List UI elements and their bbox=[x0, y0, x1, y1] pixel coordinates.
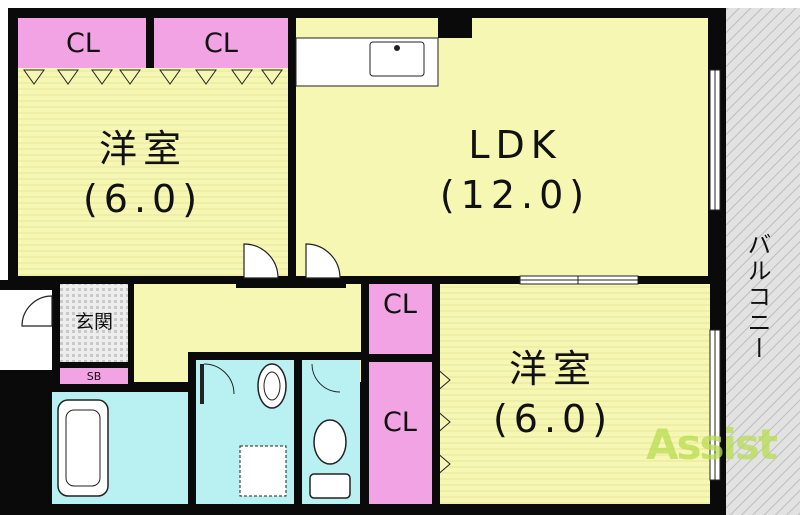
western-room-2-size: (6.0) bbox=[492, 397, 614, 441]
entrance-label: 玄関 bbox=[74, 311, 113, 333]
washing-machine-space bbox=[239, 445, 287, 497]
ldk-name: LDK bbox=[468, 123, 562, 167]
bath-tub bbox=[57, 399, 109, 497]
toilet-bowl bbox=[313, 419, 347, 465]
shoe-box-label: SB bbox=[86, 370, 102, 383]
kitchen-sink bbox=[369, 41, 425, 77]
closet-1 bbox=[18, 18, 146, 68]
washbasin bbox=[257, 363, 287, 409]
closet-2 bbox=[154, 18, 288, 68]
western-room-1-size: (6.0) bbox=[82, 177, 204, 221]
balcony-label: バルコニー bbox=[743, 232, 771, 362]
assist-watermark: Assist bbox=[646, 420, 778, 469]
closet-4-label: CL bbox=[383, 407, 417, 438]
closet-2-label: CL bbox=[204, 28, 238, 59]
closet-3 bbox=[369, 284, 432, 354]
closet-3-label: CL bbox=[383, 289, 417, 320]
western-room-2-name: 洋室 bbox=[508, 347, 597, 391]
entrance-floor bbox=[60, 284, 128, 362]
western-room-2-floor bbox=[440, 284, 710, 504]
western-room-1-floor bbox=[18, 68, 288, 276]
ldk-size: (12.0) bbox=[439, 173, 591, 217]
shoe-box bbox=[60, 368, 128, 386]
closet-1-label: CL bbox=[66, 28, 100, 59]
balcony-area bbox=[722, 8, 800, 515]
western-room-1-name: 洋室 bbox=[98, 127, 187, 171]
closet-4 bbox=[369, 362, 432, 504]
